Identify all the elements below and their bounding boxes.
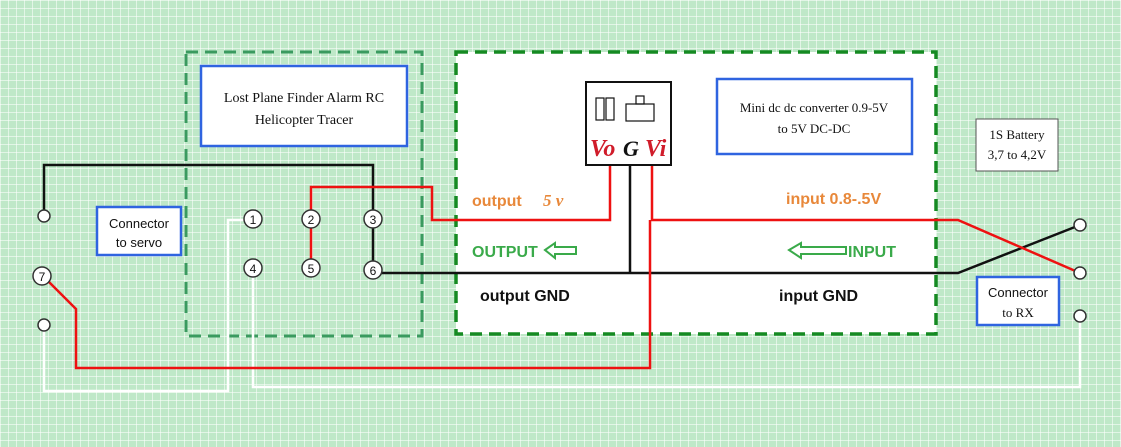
tracer-dashed-outline <box>184 50 424 338</box>
converter-dashed-outline <box>454 50 938 336</box>
output-gnd-label: output GND <box>480 288 570 305</box>
terminals <box>37 209 1087 332</box>
red-wires <box>43 165 1081 370</box>
tracer-label-line1: Lost Plane Finder Alarm RC <box>224 91 384 106</box>
pin-6: 6 <box>363 260 383 280</box>
rx-label-box: Connector to RX <box>975 275 1061 327</box>
pin-1: 1 <box>243 209 263 229</box>
input-gnd-label: input GND <box>779 288 858 305</box>
svg-text:5: 5 <box>308 262 315 276</box>
tracer-label-line2: Helicopter Tracer <box>255 113 354 128</box>
converter-label-line1: Mini dc dc converter 0.9-5V <box>740 100 889 115</box>
input-arrow-label: INPUT <box>848 244 896 261</box>
svg-text:1: 1 <box>250 213 257 227</box>
rx-terminal-middle <box>1073 266 1087 280</box>
output-arrow-label: OUTPUT <box>472 244 538 261</box>
servo-label-line1: Connector <box>109 216 170 231</box>
rx-label-line1: Connector <box>988 285 1049 300</box>
output-label: output <box>472 193 522 210</box>
white-wires <box>42 218 1082 393</box>
regulator-vi-label: Vi <box>645 136 667 162</box>
output-value-label: 5 v <box>543 191 564 210</box>
tracer-label-box: Lost Plane Finder Alarm RC Helicopter Tr… <box>199 64 409 148</box>
regulator-g-label: G <box>623 136 639 161</box>
battery-label-box: 1S Battery 3,7 to 4,2V <box>975 118 1059 172</box>
pin-7: 7 <box>32 266 52 286</box>
svg-text:2: 2 <box>308 213 315 227</box>
pin-4: 4 <box>243 258 263 278</box>
rx-label-line2: to RX <box>1002 305 1034 320</box>
input-label: input 0.8-.5V <box>786 191 881 208</box>
svg-text:3: 3 <box>370 213 377 227</box>
pin-3: 3 <box>363 209 383 229</box>
rx-terminal-bottom <box>1073 309 1087 323</box>
pin-2: 2 <box>301 209 321 229</box>
black-wires <box>42 163 1081 275</box>
regulator-vo-label: Vo <box>590 136 615 162</box>
regulator-tab-icon <box>595 97 605 121</box>
svg-text:6: 6 <box>370 264 377 278</box>
servo-label-line2: to servo <box>116 235 162 250</box>
output-arrow-icon <box>543 241 577 261</box>
svg-text:7: 7 <box>39 270 46 284</box>
input-arrow-icon <box>787 241 847 260</box>
voltage-regulator: Vo G Vi <box>585 81 672 166</box>
converter-label-line2: to 5V DC-DC <box>778 121 851 136</box>
servo-terminal-bottom <box>37 318 51 332</box>
rx-terminal-top <box>1073 218 1087 232</box>
svg-text:4: 4 <box>250 262 257 276</box>
battery-label-line1: 1S Battery <box>989 127 1045 142</box>
pin-5: 5 <box>301 258 321 278</box>
converter-label-box: Mini dc dc converter 0.9-5V to 5V DC-DC <box>715 77 914 156</box>
battery-label-line2: 3,7 to 4,2V <box>988 147 1047 162</box>
servo-terminal-top <box>37 209 51 223</box>
servo-label-box: Connector to servo <box>95 205 183 257</box>
